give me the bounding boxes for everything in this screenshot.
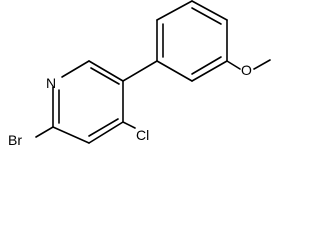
bond-o-methyl	[253, 59, 271, 70]
atom-chlorine: Cl	[136, 127, 149, 143]
bond-c4-c3-inner	[88, 118, 119, 137]
bond-p5-p6	[191, 60, 228, 82]
bond-c4-cl	[122, 121, 136, 129]
bond-p5-o	[226, 60, 241, 70]
atom-oxygen: O	[241, 62, 252, 78]
bond-c3-c2	[52, 126, 90, 144]
bond-c6-c5-inner	[90, 67, 120, 85]
atom-bromine: Br	[8, 132, 22, 148]
bond-p5-p6-inner	[191, 56, 222, 75]
bond-c2-br	[35, 126, 54, 138]
atom-nitrogen: N	[46, 75, 56, 91]
bond-c6-c5	[88, 60, 124, 82]
bond-p3-p4-inner	[191, 7, 222, 25]
bond-p6-p1	[156, 60, 193, 82]
bond-c5-phenyl	[122, 60, 158, 82]
bond-c4-c3	[88, 121, 124, 144]
bond-p3-p4	[191, 0, 228, 21]
molecule-drawing: N Br Cl O	[8, 0, 271, 148]
bond-p2-p3	[156, 0, 193, 21]
structure-diagram: N Br Cl O	[8, 0, 271, 148]
bond-n-c6	[61, 60, 90, 78]
